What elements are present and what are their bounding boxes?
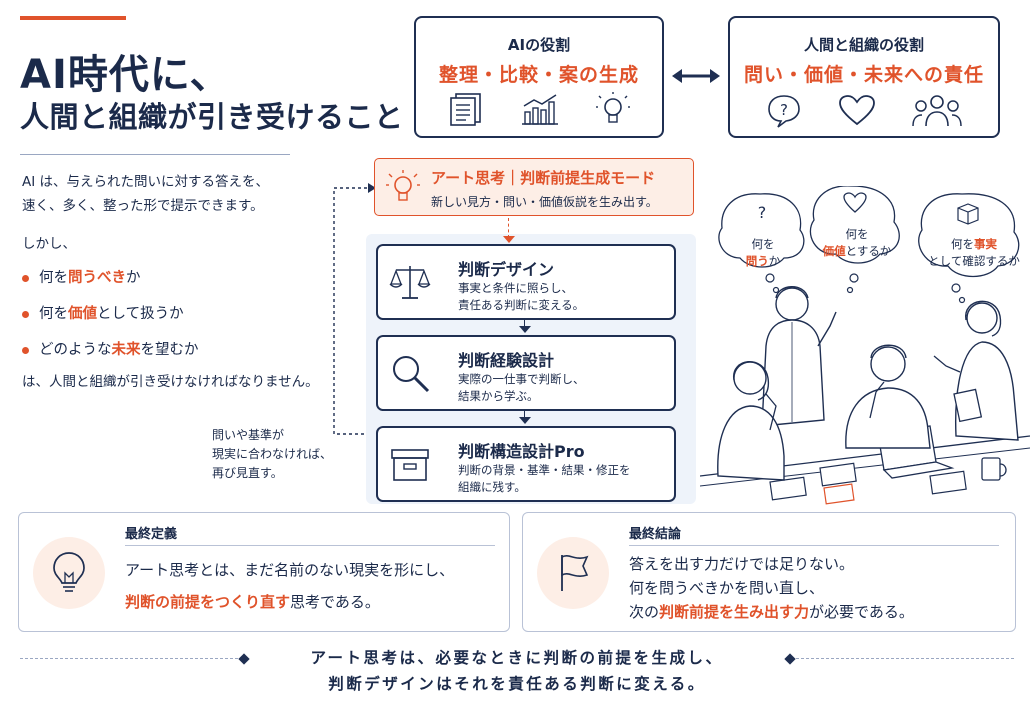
conclusion-divider [629,545,999,546]
heart-icon [839,95,875,126]
step-desc: 実際の一仕事で判断し、結果から学ぶ。 [458,372,585,404]
people-icon [912,95,962,127]
art-mode-title: アート思考｜判断前提生成モード [431,169,656,187]
svg-text:?: ? [758,203,767,222]
art-mode-desc: 新しい見方・問い・価値仮説を生み出す。 [431,195,658,209]
bubble-fact-text: 何を事実 として確認するか [928,237,1020,269]
step-title: 判断経験設計 [458,351,555,370]
step-structure-design-pro: 判断構造設計Pro 判断の背景・基準・結果・修正を組織に残す。 [376,426,676,502]
lightbulb-icon [596,92,630,123]
human-role-box: 人間と組織の役割 問い・価値・未来への責任 ? [728,16,1000,138]
ai-role-heading: AIの役割 [507,36,571,54]
svg-text:?: ? [780,101,788,119]
archive-box-icon [391,449,429,481]
conclusion-line2: 何を問うべきかを問い直し、 [629,579,825,597]
lightbulb-icon [53,552,85,592]
flow-connector [524,411,525,419]
intro-but: しかし、 [22,236,76,252]
title-accent-bar [20,16,126,20]
page-title-line2: 人間と組織が引き受けること [20,100,404,134]
bubble-question-text: 何を 問うか [745,237,781,269]
closing-rule-right [796,658,1014,659]
flow-connector [524,320,525,328]
page-title-line1: AI時代に、 [20,52,231,98]
intro-line1: AI は、与えられた問いに対する答えを、 [22,174,270,190]
team-discussion-illustration: ? [700,186,1030,505]
ai-role-items: 整理・比較・案の生成 [438,64,639,86]
double-arrow-icon [672,69,720,83]
intro-line2: 速く、多く、整った形で提示できます。 [22,198,264,214]
question-icon: ? [768,95,800,128]
loop-note: 問いや基準が 現実に合わなければ、 再び見直す。 [212,428,333,481]
closing-rule-left [20,658,238,659]
document-icon [450,93,481,126]
flow-arrowhead [519,326,531,333]
bullet-value: 何を価値として扱うか [22,302,184,323]
conclusion-line3: 次の判断前提を生み出す力が必要である。 [629,603,914,621]
conclusion-icon-circle [537,537,609,609]
title-divider [20,154,290,155]
review-loop-connector [333,183,376,435]
bullet-future: どのような未来を望むか [22,338,199,359]
mode-to-flow-connector [508,218,509,238]
conclusion-line1: 答えを出す力だけでは足りない。 [629,555,855,573]
bullet-question: 何を問うべきか [22,266,141,287]
step-experience-design: 判断経験設計 実際の一仕事で判断し、結果から学ぶ。 [376,335,676,411]
definition-icon-circle [33,537,105,609]
magnifier-icon [393,356,430,393]
intro-closing: は、人間と組織が引き受けなければなりません。 [22,374,319,390]
ai-role-box: AIの役割 整理・比較・案の生成 [414,16,664,138]
definition-line1: アート思考とは、まだ名前のない現実を形にし、 [125,561,455,579]
step-desc: 事実と条件に照らし、責任ある判断に変える。 [458,281,585,313]
definition-line2: 判断の前提をつくり直す思考である。 [125,593,380,611]
definition-divider [125,545,495,546]
step-title: 判断デザイン [458,260,555,279]
scales-icon [389,266,431,299]
mode-to-flow-arrowhead [503,236,515,243]
bar-chart-icon [522,94,558,125]
step-judgment-design: 判断デザイン 事実と条件に照らし、責任ある判断に変える。 [376,244,676,320]
human-role-items: 問い・価値・未来への責任 [743,64,984,86]
final-definition-box: 最終定義 アート思考とは、まだ名前のない現実を形にし、 判断の前提をつくり直す思… [18,512,510,632]
definition-heading: 最終定義 [125,527,178,542]
step-desc: 判断の背景・基準・結果・修正を組織に残す。 [458,463,631,495]
art-thinking-mode-box: アート思考｜判断前提生成モード 新しい見方・問い・価値仮説を生み出す。 [374,158,694,216]
lightbulb-icon [386,170,420,201]
closing-line1: アート思考は、必要なときに判断の前提を生成し、 [310,649,724,667]
flag-icon [561,555,589,591]
bubble-value-text: 何を 価値とするか [822,227,892,259]
step-title: 判断構造設計Pro [458,442,585,461]
flow-arrowhead [519,417,531,424]
human-role-heading: 人間と組織の役割 [803,36,924,54]
conclusion-heading: 最終結論 [629,527,682,542]
closing-line2: 判断デザインはそれを責任ある判断に変える。 [328,675,706,693]
final-conclusion-box: 最終結論 答えを出す力だけでは足りない。 何を問うべきかを問い直し、 次の判断前… [522,512,1016,632]
